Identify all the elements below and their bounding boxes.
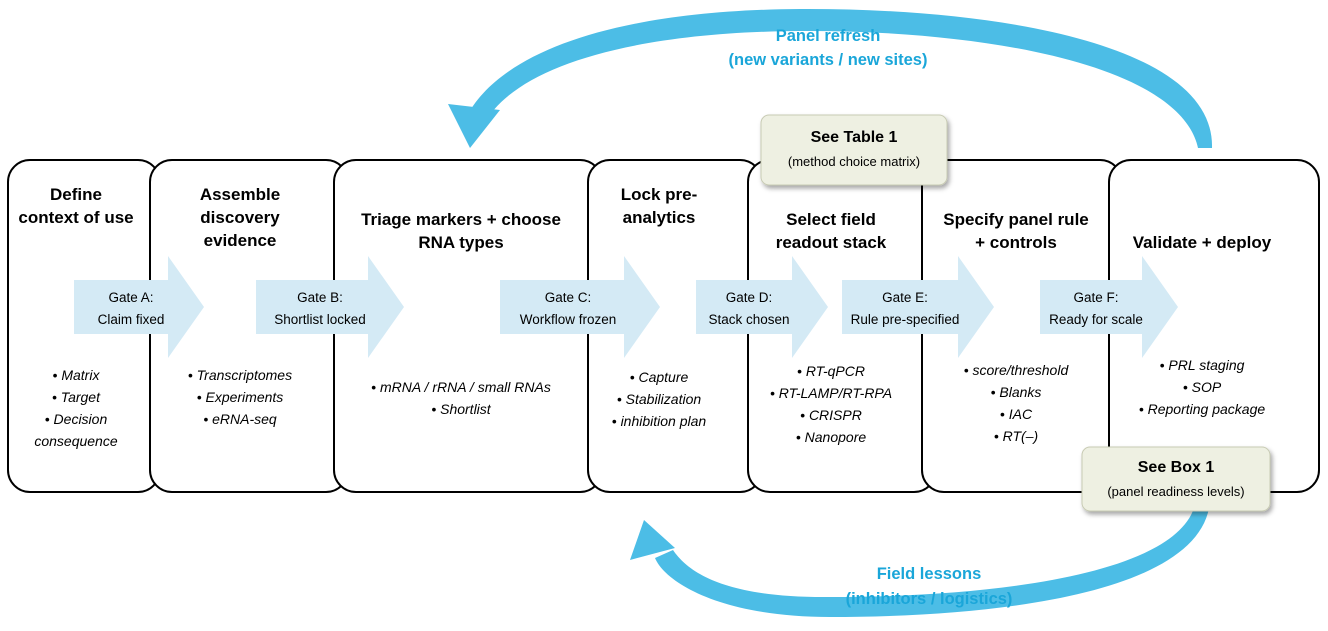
gate-label: Rule pre-specified — [851, 312, 960, 327]
stage-title-line: readout stack — [776, 233, 887, 252]
gate-arrow — [256, 256, 404, 358]
stage-bullet: consequence — [34, 433, 118, 449]
stage-title-line: context of use — [18, 208, 133, 227]
stage-title-line: Triage markers + choose — [361, 210, 561, 229]
gate-label: Claim fixed — [98, 312, 165, 327]
stage-title-line: analytics — [623, 208, 696, 227]
stage-bullet: • Reporting package — [1139, 401, 1266, 417]
stage-bullet: • SOP — [1183, 379, 1222, 395]
gate-name: Gate B: — [297, 290, 343, 305]
stage-bullet: • Capture — [630, 369, 689, 385]
stage-title-line: Validate + deploy — [1133, 233, 1272, 252]
gate-arrow — [74, 256, 204, 358]
stage-bullet: • Nanopore — [796, 429, 866, 445]
table-note-title: See Table 1 — [811, 129, 898, 146]
stage-bullet: • CRISPR — [800, 407, 862, 423]
stage-bullet: • Decision — [45, 411, 108, 427]
gate-arrow — [1040, 256, 1178, 358]
gate-F: Gate F: Ready for scale — [1040, 256, 1178, 358]
gate-name: Gate E: — [882, 290, 928, 305]
stage-bullet: • score/threshold — [964, 362, 1070, 378]
gate-E: Gate E: Rule pre-specified — [842, 256, 994, 358]
gate-name: Gate D: — [726, 290, 773, 305]
stage-bullet: • RT-LAMP/RT-RPA — [770, 385, 892, 401]
gate-A: Gate A: Claim fixed — [74, 256, 204, 358]
top-loop-title: Panel refresh — [776, 27, 881, 45]
stage-bullet: • Transcriptomes — [188, 367, 292, 383]
box-note: See Box 1 (panel readiness levels) — [1081, 446, 1271, 512]
box-note-subtitle: (panel readiness levels) — [1107, 484, 1244, 499]
stage-bullet: • RT-qPCR — [797, 363, 865, 379]
bottom-loop-arrow — [630, 500, 1210, 617]
stage-bullet: • Target — [52, 389, 101, 405]
stage-bullet: • Blanks — [991, 384, 1042, 400]
stage-bullet: • eRNA-seq — [203, 411, 277, 427]
stage-bullet: • Shortlist — [431, 401, 491, 417]
gate-label: Shortlist locked — [274, 312, 366, 327]
stage-title-line: Assemble — [200, 185, 280, 204]
gate-arrow — [696, 256, 828, 358]
box-note-title: See Box 1 — [1138, 459, 1215, 476]
stage-2: Assemble discovery evidence • Transcriptome… — [149, 159, 349, 493]
gate-name: Gate F: — [1073, 290, 1118, 305]
stage-title-line: + controls — [975, 233, 1057, 252]
table-note-subtitle: (method choice matrix) — [788, 154, 920, 169]
gate-arrow — [500, 256, 660, 358]
stage-title-line: Specify panel rule — [943, 210, 1089, 229]
stage-bullet: • PRL staging — [1160, 357, 1245, 373]
gate-D: Gate D: Stack chosen — [696, 256, 828, 358]
stage-bullet: • Stabilization — [617, 391, 701, 407]
gate-name: Gate A: — [108, 290, 153, 305]
stage-bullet: • mRNA / rRNA / small RNAs — [371, 379, 551, 395]
stage-title-line: evidence — [204, 231, 277, 250]
stage-title-line: Define — [50, 185, 102, 204]
stage-title-line: RNA types — [418, 233, 503, 252]
stage-bullet: • Experiments — [197, 389, 284, 405]
gate-arrow — [842, 256, 994, 358]
stage-bullet: • RT(–) — [994, 428, 1038, 444]
table-note: See Table 1 (method choice matrix) — [760, 114, 948, 186]
stage-title-line: Lock pre- — [621, 185, 698, 204]
gate-name: Gate C: — [545, 290, 592, 305]
gate-C: Gate C: Workflow frozen — [500, 256, 660, 358]
gate-label: Workflow frozen — [520, 312, 617, 327]
gate-label: Ready for scale — [1049, 312, 1143, 327]
stage-title-line: Select field — [786, 210, 876, 229]
bottom-loop-title: Field lessons — [877, 565, 982, 583]
top-loop-subtitle: (new variants / new sites) — [729, 51, 928, 69]
top-loop-arrow — [448, 8, 1213, 148]
gate-label: Stack chosen — [708, 312, 789, 327]
stage-bullet: • inhibition plan — [612, 413, 707, 429]
stage-bullet: • Matrix — [53, 367, 101, 383]
stage-bullet: • IAC — [1000, 406, 1033, 422]
bottom-loop-subtitle: (inhibitors / logistics) — [846, 590, 1013, 608]
gate-B: Gate B: Shortlist locked — [256, 256, 404, 358]
stage-title-line: discovery — [200, 208, 280, 227]
